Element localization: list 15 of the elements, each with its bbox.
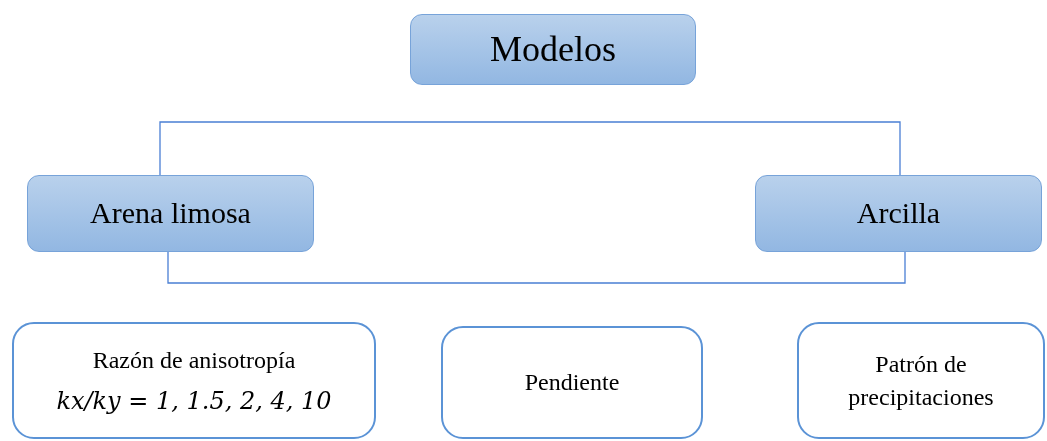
box-label: Patrón de precipitaciones [847,350,995,412]
rounded-box [797,322,1045,439]
box-label: Arena limosa [90,195,251,232]
category-box [755,175,1042,252]
formula-text: kx/ky = 1, 1.5, 2, 4, 10 [56,385,332,417]
connector-line [167,251,906,284]
rounded-box [12,322,376,439]
box-label: Pendiente [524,368,620,398]
box-label: Razón de anisotropía [92,346,296,376]
category-box [27,175,314,252]
box-label: Arcilla [856,195,941,232]
connector-line [159,121,901,176]
box-label: Modelos [490,28,616,72]
rounded-box [441,326,703,439]
category-box [410,14,696,85]
